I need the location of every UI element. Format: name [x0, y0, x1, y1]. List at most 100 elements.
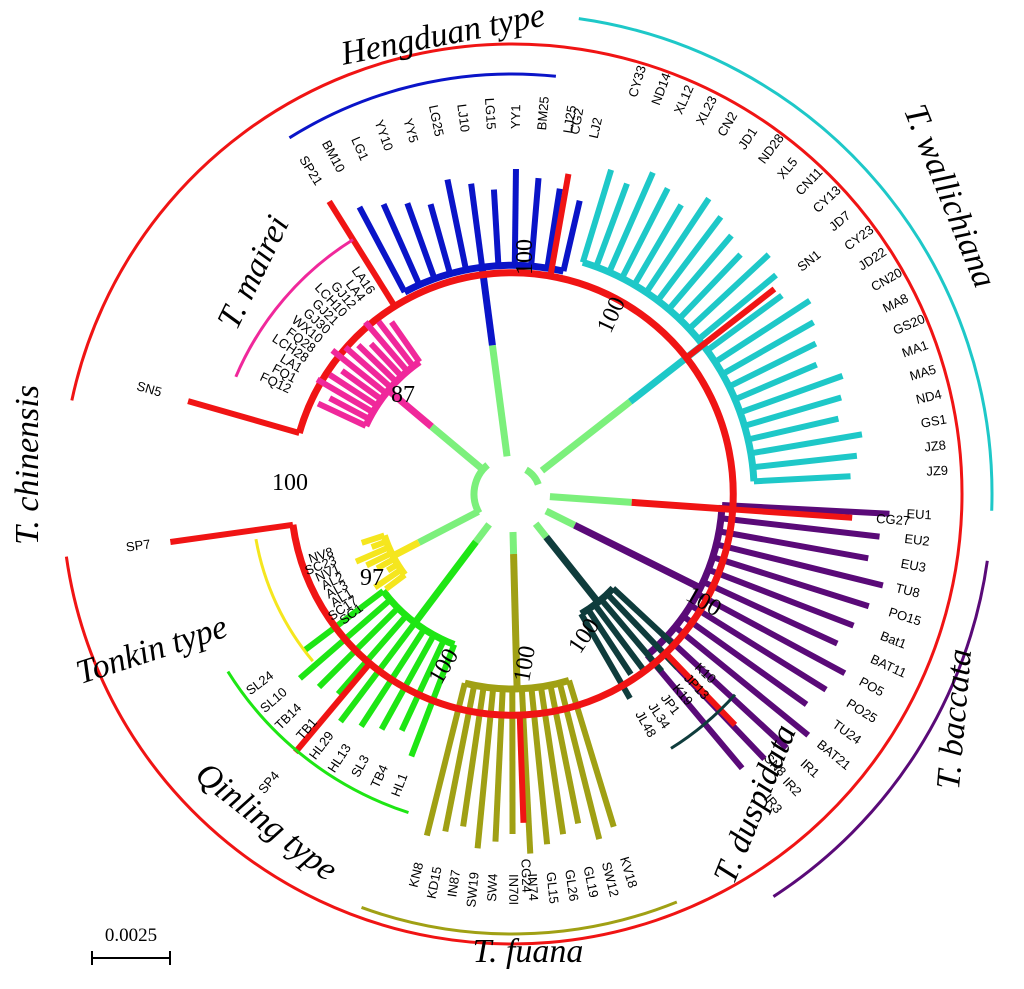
leaf-label: SL3: [348, 752, 372, 780]
leaf-label: CY33: [625, 64, 649, 99]
backbone-stem-tonkin: [417, 508, 480, 546]
leaf-branch: [711, 554, 870, 610]
leaf-branch: [684, 286, 777, 361]
clade-name-wallichiana: T. wallichiana: [896, 99, 1003, 293]
leaf-branch: [398, 638, 447, 732]
leaf-branch: [363, 320, 410, 374]
leaf-label: NV8: [306, 544, 335, 566]
leaf-label: SW19: [463, 871, 481, 908]
clade-stem-tonkin: [391, 539, 421, 560]
clade-bracket-hengduan: [288, 72, 557, 140]
backbone-stem-chinensis: [549, 493, 632, 506]
leaf-branch: [315, 376, 375, 415]
scale-bar-label: 0.0025: [105, 925, 157, 946]
clade-arcs: [64, 17, 994, 946]
backbone-stem-wallichiana: [539, 398, 633, 474]
leaf-label: IN70I: [506, 874, 521, 905]
leaf-branch: [516, 715, 527, 823]
leaf-branch: [721, 319, 815, 377]
leaf-branch: [330, 348, 388, 396]
leaf-label: LG1: [348, 134, 372, 163]
leaf-branch: [585, 607, 634, 676]
leaf-label: KD15: [424, 865, 445, 900]
leaf-label: BAT11: [868, 651, 909, 680]
leaf-label: JD22: [855, 244, 889, 273]
leaf-branch: [713, 298, 812, 365]
backbone-arc-right: [524, 466, 542, 486]
leaf-label: LJ2: [586, 116, 605, 140]
leaf-label: XL23: [693, 93, 720, 127]
leaf-label: SN5: [135, 378, 163, 399]
leaf-branch: [687, 252, 771, 331]
leaf-branch: [701, 579, 839, 647]
leaf-branch: [743, 394, 843, 429]
leaf-branch: [528, 177, 542, 267]
clade-name-tonkin: Tonkin type: [72, 608, 232, 692]
leaf-branch: [752, 452, 858, 471]
leaf-branch: [384, 572, 407, 592]
leaf-label: CG24: [518, 858, 534, 892]
leaf-label: JZ9: [926, 463, 948, 479]
leaf-branch: [354, 544, 391, 565]
leaf-branch: [732, 506, 853, 521]
leaf-branch: [666, 233, 734, 312]
scale-bar: 0.0025: [91, 925, 171, 965]
bootstrap-value: 100: [592, 293, 631, 337]
leaf-branch: [655, 215, 724, 303]
leaf-label: KN8: [406, 861, 427, 889]
leaf-label: YY5: [400, 117, 421, 145]
leaf-label: CY13: [810, 183, 844, 216]
leaf-branch: [301, 588, 386, 654]
leaf-branch: [696, 272, 778, 342]
leaf-branch: [733, 361, 818, 403]
clade-arc-tonkin: [380, 534, 408, 577]
backbone-stem-qinling: [473, 522, 492, 545]
clade-bracket-fuana: [360, 900, 678, 936]
leaf-branch: [593, 182, 630, 268]
leaf-branch: [750, 431, 863, 457]
leaf-branch: [389, 320, 422, 364]
backbone-stem-fuana: [509, 531, 518, 555]
clade-arc-baccata: [644, 504, 726, 658]
leaf-branch: [606, 171, 656, 274]
leaf-branch: [707, 566, 855, 629]
leaf-branch: [739, 373, 844, 416]
leaf-label: PO5: [857, 674, 887, 700]
leaf-label: GS1: [920, 412, 948, 431]
leaf-branch: [365, 550, 393, 569]
leaf-label: IR1: [798, 756, 823, 781]
leaf-label: IN87: [444, 869, 463, 898]
leaf-label: BM10: [319, 138, 348, 175]
tree-branches: [169, 168, 890, 854]
leaf-branch: [373, 567, 403, 590]
leaf-branch: [380, 202, 423, 287]
leaf-label: LJ10: [454, 103, 473, 133]
leaf-branch: [404, 202, 438, 280]
leaf-label: CG2: [567, 107, 586, 136]
leaf-branch: [444, 178, 469, 271]
leaf-label: TU8: [894, 580, 921, 600]
clade-name-baccata: T. baccata: [930, 647, 979, 791]
clade-name-fuana: T. fuana: [473, 933, 584, 970]
clade-arc-chinensis: [289, 269, 737, 719]
leaf-branch: [375, 556, 396, 571]
leaf-label: BM25: [534, 96, 552, 131]
leaf-branch: [327, 372, 379, 409]
leaf-branch: [316, 605, 401, 690]
clade-stem-baccata: [573, 522, 702, 592]
bootstrap-value: 100: [509, 644, 541, 684]
leaf-label: JD1: [735, 125, 760, 153]
clade-bracket-tonkin: [254, 538, 314, 663]
clade-stem-mairei: [386, 387, 434, 430]
clade-bracket-wallichiana: [578, 17, 994, 511]
clade-arc-fuana: [463, 677, 571, 693]
leaf-label: MA1: [900, 337, 930, 360]
clade-stem-qinling: [412, 539, 479, 625]
leaf-branch: [326, 199, 398, 308]
clade-bracket-qinling: [226, 670, 409, 815]
leaf-branch: [360, 532, 386, 546]
leaf-branch: [490, 189, 502, 266]
leaf-branch: [643, 196, 712, 295]
leaf-label: SW12: [599, 860, 622, 898]
